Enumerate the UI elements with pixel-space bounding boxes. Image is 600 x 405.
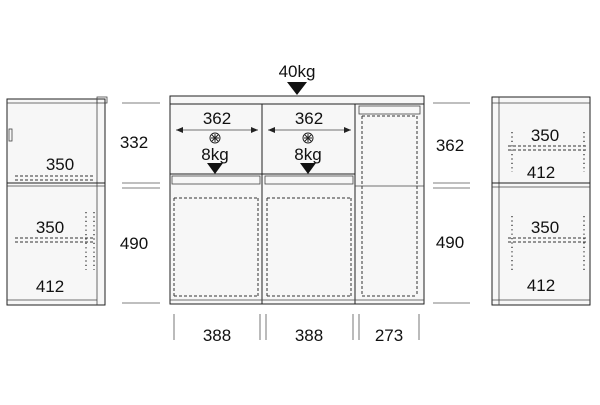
right-side-body: [491, 96, 591, 306]
right-upper-panel: [358, 105, 421, 115]
shelf-load-label-1: 8kg: [201, 145, 228, 164]
left-drawer-front: [171, 175, 261, 185]
front-body: [169, 103, 425, 305]
right-upper-depth: 412: [527, 163, 555, 182]
right-lower-depth: 412: [527, 276, 555, 295]
lower-height-label: 490: [120, 234, 148, 253]
shelf-load-label-2: 8kg: [294, 145, 321, 164]
shelf-load-arrow-icon-2: [300, 163, 316, 174]
right-upper-shelf-width: 350: [531, 126, 559, 145]
top-load-arrow-icon: [287, 82, 307, 95]
left-depth: 412: [36, 277, 64, 296]
upper-height-label: 332: [120, 133, 148, 152]
left-side-body: [6, 98, 106, 306]
load-marker-icon-2: [302, 132, 314, 144]
width-label-3: 273: [375, 326, 403, 345]
right-lower-shelf-width: 350: [531, 218, 559, 237]
middle-drawer-front: [264, 175, 354, 185]
right-side-view: 350 412 350 412: [491, 96, 591, 306]
top-board: [169, 95, 425, 105]
width-label-2: 388: [295, 326, 323, 345]
width-label-1: 388: [203, 326, 231, 345]
left-hinge: [8, 128, 13, 142]
shelf-load-arrow-icon-1: [207, 163, 223, 174]
shelf-width-label-1: 362: [203, 109, 231, 128]
right-upper-height-label: 362: [436, 136, 464, 155]
front-width-dimensions: 388 388 273: [173, 314, 420, 345]
left-lower-shelf-width: 350: [36, 218, 64, 237]
left-upper-shelf-width: 350: [46, 155, 74, 174]
left-height-dimensions: 332 490: [120, 102, 160, 304]
right-lower-height-label: 490: [436, 233, 464, 252]
load-marker-icon-1: [209, 132, 221, 144]
right-height-dimensions: 362 490: [433, 102, 470, 304]
left-side-view: 350 350 412: [6, 96, 108, 306]
shelf-width-label-2: 362: [295, 109, 323, 128]
top-load-label: 40kg: [279, 62, 316, 81]
front-view: 362 362 8kg 8kg 40kg: [169, 62, 425, 305]
left-top-lip: [96, 96, 108, 104]
